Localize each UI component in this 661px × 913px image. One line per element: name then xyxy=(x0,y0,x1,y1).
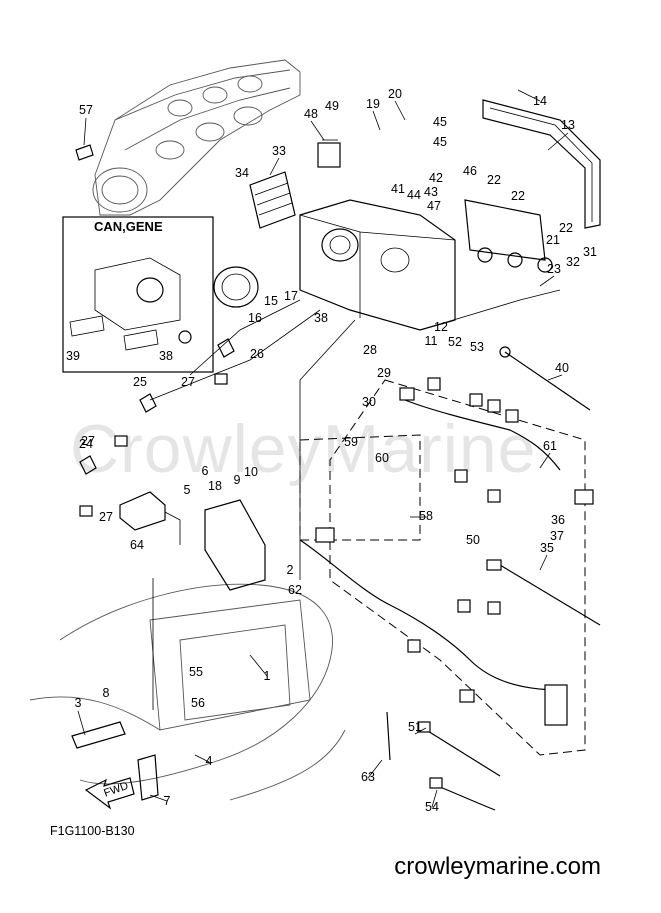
engine-block-outline xyxy=(92,59,301,216)
leader-lines xyxy=(77,89,569,808)
callout-48: 48 xyxy=(304,107,318,121)
callout-41: 41 xyxy=(391,182,405,196)
callout-14: 14 xyxy=(533,94,547,108)
callout-52: 52 xyxy=(448,335,462,349)
callout-46: 46 xyxy=(463,164,477,178)
callout-36: 36 xyxy=(551,513,565,527)
callout-17: 17 xyxy=(284,289,298,303)
callout-38b: 38 xyxy=(159,349,173,363)
ignition-coil xyxy=(119,491,181,545)
callout-20: 20 xyxy=(388,87,402,101)
callout-29: 29 xyxy=(377,366,391,380)
cdi-box xyxy=(464,199,553,273)
callout-63: 63 xyxy=(361,770,375,784)
callout-23: 23 xyxy=(547,262,561,276)
callout-10: 10 xyxy=(244,465,258,479)
callout-15: 15 xyxy=(264,294,278,308)
sensor-cables xyxy=(386,346,601,811)
callout-38: 38 xyxy=(314,311,328,325)
callout-32: 32 xyxy=(566,255,580,269)
bracket-left xyxy=(71,721,159,801)
drawing-code: F1G1100-B130 xyxy=(50,824,135,838)
callout-13: 13 xyxy=(561,118,575,132)
callout-49: 49 xyxy=(325,99,339,113)
callout-24: 24 xyxy=(79,437,93,451)
callout-25: 25 xyxy=(133,375,147,389)
callout-51: 51 xyxy=(408,720,422,734)
callout-45: 45 xyxy=(433,115,447,129)
callout-18: 18 xyxy=(208,479,222,493)
callout-30: 30 xyxy=(362,395,376,409)
callout-45b: 45 xyxy=(433,135,447,149)
callout-56: 56 xyxy=(191,696,205,710)
starter-relay xyxy=(317,139,341,168)
callout-34: 34 xyxy=(235,166,249,180)
callout-61: 61 xyxy=(543,439,557,453)
callout-28: 28 xyxy=(363,343,377,357)
callout-47: 47 xyxy=(427,199,441,213)
callout-58: 58 xyxy=(419,509,433,523)
rectifier-regulator xyxy=(249,171,296,229)
callout-54: 54 xyxy=(425,800,439,814)
callout-16: 16 xyxy=(248,311,262,325)
callout-19: 19 xyxy=(366,97,380,111)
electrical-box xyxy=(299,199,456,331)
callout-21: 21 xyxy=(546,233,560,247)
callout-12: 12 xyxy=(434,320,448,334)
hull-opening xyxy=(29,583,346,801)
callout-60: 60 xyxy=(375,451,389,465)
junction-box xyxy=(204,499,266,591)
callout-40: 40 xyxy=(555,361,569,375)
callout-9: 9 xyxy=(234,473,241,487)
callout-27b: 27 xyxy=(81,434,95,448)
site-footer: crowleymarine.com xyxy=(394,853,601,880)
box-gasket xyxy=(482,99,601,229)
temp-sensor xyxy=(75,144,94,161)
callout-42: 42 xyxy=(429,171,443,185)
callout-64: 64 xyxy=(130,538,144,552)
callout-1: 1 xyxy=(264,669,271,683)
callout-7: 7 xyxy=(164,794,171,808)
main-harness xyxy=(299,377,594,726)
callout-27: 27 xyxy=(181,375,195,389)
callout-22c: 22 xyxy=(559,221,573,235)
callout-22b: 22 xyxy=(511,189,525,203)
callout-57: 57 xyxy=(79,103,93,117)
callout-33: 33 xyxy=(272,144,286,158)
callout-43: 43 xyxy=(424,185,438,199)
callout-5: 5 xyxy=(184,483,191,497)
callout-6: 6 xyxy=(202,464,209,478)
callout-53: 53 xyxy=(470,340,484,354)
callout-62: 62 xyxy=(288,583,302,597)
inset-title: CAN,GENE xyxy=(94,219,163,234)
can-gene-inset xyxy=(62,216,214,373)
callout-50: 50 xyxy=(466,533,480,547)
callout-27c: 27 xyxy=(99,510,113,524)
callout-31: 31 xyxy=(583,245,597,259)
callout-39: 39 xyxy=(66,349,80,363)
callout-44: 44 xyxy=(407,188,421,202)
spark-plug-caps xyxy=(79,338,235,517)
callout-11: 11 xyxy=(425,334,438,348)
stator-cover xyxy=(213,266,259,308)
callout-59: 59 xyxy=(344,435,358,449)
callout-37: 37 xyxy=(550,529,564,543)
callout-8: 8 xyxy=(103,686,110,700)
callout-26: 26 xyxy=(250,347,264,361)
callout-35: 35 xyxy=(540,541,554,555)
callout-55: 55 xyxy=(189,665,203,679)
callout-2: 2 xyxy=(287,563,294,577)
callout-3: 3 xyxy=(75,696,82,710)
fwd-arrow xyxy=(84,777,135,810)
callout-4: 4 xyxy=(206,754,213,768)
callout-22: 22 xyxy=(487,173,501,187)
